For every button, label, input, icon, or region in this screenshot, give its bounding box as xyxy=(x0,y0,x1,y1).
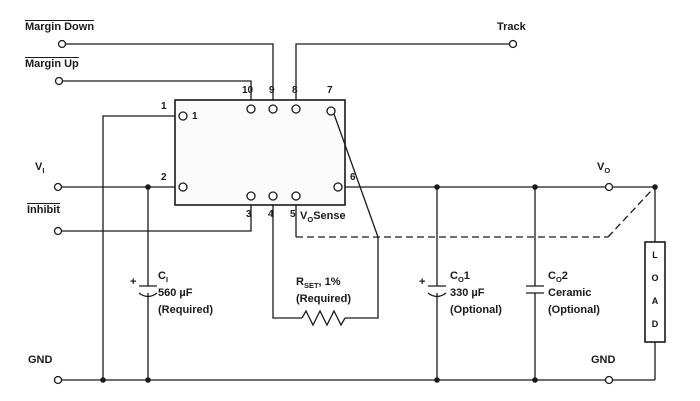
junction-pin1-gnd xyxy=(100,377,106,383)
pin-circles xyxy=(178,104,343,201)
wire-vosense-diagonal xyxy=(607,190,652,238)
vi-label: VI xyxy=(35,161,45,176)
wire-margin-up xyxy=(63,80,252,100)
load-letter-o: O xyxy=(651,273,659,283)
pin6-circle xyxy=(333,182,343,192)
pin3-number: 3 xyxy=(246,209,252,220)
pin7-number: 7 xyxy=(327,85,333,96)
rset-note: (Required) xyxy=(296,293,351,305)
pin2-number: 2 xyxy=(161,172,167,183)
co1-note: (Optional) xyxy=(450,304,502,316)
junction-load-vo xyxy=(652,184,658,190)
wire-track xyxy=(295,43,509,100)
co2-value: Ceramic xyxy=(548,287,592,299)
ci-name: CI xyxy=(158,270,169,285)
terminal-vo xyxy=(604,182,614,192)
module-body xyxy=(174,99,346,206)
vo-sense-label: VOSense xyxy=(300,210,346,225)
load-letter-d: D xyxy=(651,319,659,329)
terminal-inhibit xyxy=(53,226,63,236)
pin5-circle xyxy=(291,191,301,201)
terminal-circles xyxy=(53,39,614,385)
junction-co2-gnd xyxy=(532,377,538,383)
pin9-circle xyxy=(268,104,278,114)
margin-down-label: Margin Down xyxy=(25,21,95,33)
co1-name: CO1 xyxy=(450,270,470,285)
vo-label: VO xyxy=(597,161,611,176)
gnd-right-label: GND xyxy=(591,354,616,366)
co2-name: CO2 xyxy=(548,270,568,285)
wire-inhibit xyxy=(62,205,252,232)
pin9-number: 9 xyxy=(269,85,275,96)
margin-up-label: Margin Up xyxy=(25,58,79,70)
pin3-circle xyxy=(246,191,256,201)
pin1-circle xyxy=(178,111,188,121)
co2-label-block: CO2 Ceramic (Optional) xyxy=(548,268,600,319)
rset-name: RSET, 1% xyxy=(296,276,341,291)
ci-note: (Required) xyxy=(158,304,213,316)
junction-ci-gnd xyxy=(145,377,151,383)
pin6-number: 6 xyxy=(350,172,356,183)
wire-margin-down xyxy=(66,43,274,100)
pin4-circle xyxy=(268,191,278,201)
co2-note: (Optional) xyxy=(548,304,600,316)
rset-label-block: RSET, 1% (Required) xyxy=(296,274,351,308)
ci-plus-sign: + xyxy=(130,276,137,288)
co1-plus-sign: + xyxy=(419,276,426,288)
pin8-circle xyxy=(291,104,301,114)
pin8-number: 8 xyxy=(292,85,298,96)
terminal-gnd-right xyxy=(604,375,614,385)
terminal-vi xyxy=(53,182,63,192)
co1-value: 330 µF xyxy=(450,287,485,299)
junction-co1-gnd xyxy=(434,377,440,383)
terminal-margin-up xyxy=(54,76,64,86)
junction-co1-vo xyxy=(434,184,440,190)
pin10-circle xyxy=(246,104,256,114)
wire-pin1-gnd xyxy=(102,115,175,380)
inhibit-label: Inhibit xyxy=(27,204,60,216)
capacitor-co1-plate-bottom xyxy=(427,292,447,298)
capacitor-ci-plate-bottom xyxy=(138,292,158,298)
pin10-number: 10 xyxy=(242,85,254,96)
ci-label-block: CI 560 µF (Required) xyxy=(158,268,213,319)
load-letter-l: L xyxy=(652,250,658,260)
pin1-number: 1 xyxy=(161,101,167,112)
junction-co2-vo xyxy=(532,184,538,190)
wire-rset-left xyxy=(272,205,302,319)
junction-dots xyxy=(100,184,658,383)
track-label: Track xyxy=(497,21,526,33)
wire-rset-right xyxy=(333,113,379,319)
pin1-inner-marker: 1 xyxy=(192,111,198,122)
terminal-gnd-left xyxy=(53,375,63,385)
terminal-track xyxy=(508,39,518,49)
terminal-margin-down xyxy=(57,39,67,49)
co1-label-block: CO1 330 µF (Optional) xyxy=(450,268,502,319)
junction-ci-vi xyxy=(145,184,151,190)
load-letter-a: A xyxy=(651,296,659,306)
ci-value: 560 µF xyxy=(158,287,193,299)
pin7-circle xyxy=(326,106,336,116)
pin4-number: 4 xyxy=(268,209,274,220)
pin5-number: 5 xyxy=(290,209,296,220)
pin2-circle xyxy=(178,182,188,192)
resistor-rset-symbol xyxy=(301,309,346,327)
gnd-left-label: GND xyxy=(28,354,53,366)
